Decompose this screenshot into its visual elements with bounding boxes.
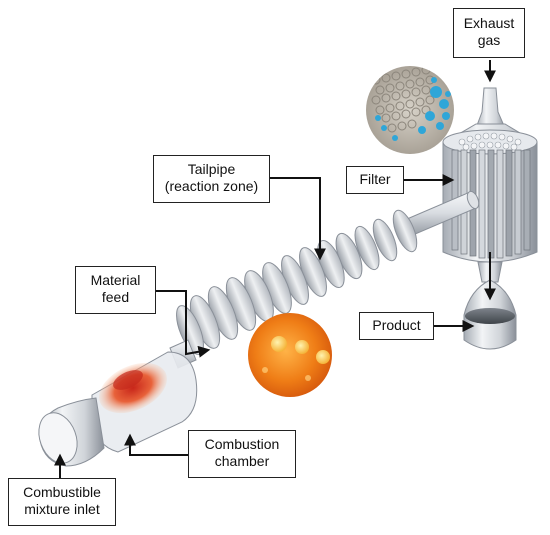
- inlet-label-line2: mixture inlet: [24, 501, 100, 517]
- combustion-chamber-label-line1: Combustion: [204, 436, 280, 452]
- filter-zoom-image: [366, 66, 454, 154]
- particle-zoom-image: [248, 313, 332, 397]
- exhaust-gas-label: Exhaust gas: [453, 8, 525, 58]
- material-feed-label-line1: Material: [90, 272, 141, 288]
- material-feed-arrow: [156, 290, 211, 358]
- combustion-chamber-label-line2: chamber: [214, 453, 270, 469]
- tailpipe: [176, 190, 480, 355]
- filter-label: Filter: [346, 166, 404, 194]
- tailpipe-label-line1: Tailpipe: [187, 161, 236, 177]
- combustion-arrow: [124, 433, 188, 456]
- filter-honeycomb: [458, 132, 522, 151]
- exhaust-gas-label-line1: Exhaust: [463, 15, 515, 31]
- tailpipe-label-line2: (reaction zone): [164, 178, 259, 194]
- tailpipe-label: Tailpipe (reaction zone): [153, 155, 270, 203]
- material-feed-label: Material feed: [75, 266, 156, 314]
- exhaust-gas-label-line2: gas: [477, 32, 501, 48]
- combustion-chamber-label: Combustion chamber: [188, 430, 296, 478]
- combustible-mixture-inlet-label: Combustible mixture inlet: [8, 478, 116, 526]
- combustion-chamber: [38, 339, 198, 467]
- filter-label-line1: Filter: [359, 171, 391, 187]
- exhaust-pipe: [475, 87, 506, 129]
- material-feed-label-line2: feed: [101, 289, 130, 305]
- flame: [99, 362, 167, 414]
- inlet-label-line1: Combustible: [23, 484, 101, 500]
- product-collector: [463, 279, 517, 350]
- tailpipe-arrow: [270, 177, 326, 261]
- product-powder: [465, 308, 515, 324]
- leader-arrows: [54, 60, 496, 478]
- product-label-line1: Product: [372, 317, 421, 333]
- product-label: Product: [359, 312, 434, 340]
